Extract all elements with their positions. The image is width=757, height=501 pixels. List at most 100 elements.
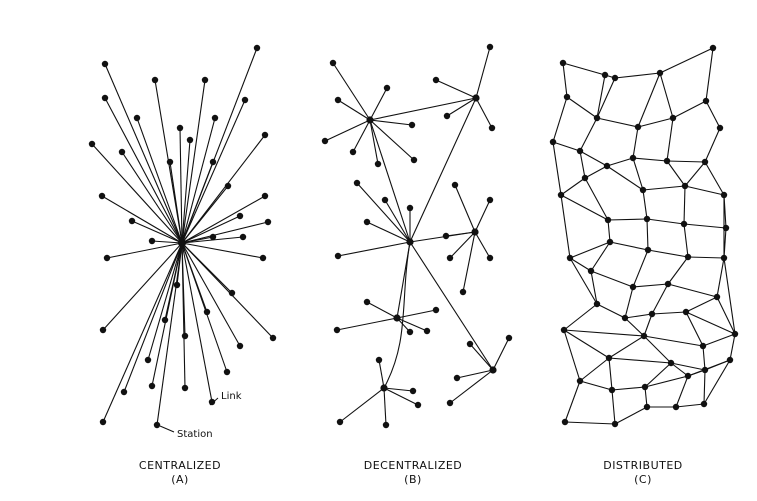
station-node [166, 158, 174, 166]
station-node [682, 308, 690, 316]
station-node [593, 300, 601, 308]
station-node [505, 334, 513, 342]
link-line [552, 141, 581, 152]
link-line [596, 77, 616, 119]
link-line [675, 403, 705, 408]
station-node [611, 74, 619, 82]
station-node [253, 44, 261, 52]
station-node [333, 326, 341, 334]
link-line [492, 337, 510, 371]
link-line [569, 257, 598, 305]
station-node [120, 388, 128, 396]
station-node [680, 220, 688, 228]
link-line [169, 161, 183, 244]
link-line [337, 99, 371, 121]
link-line [181, 99, 246, 244]
station-node [486, 254, 494, 262]
link-line [667, 256, 689, 285]
link-line [716, 296, 736, 335]
station-node [663, 157, 671, 165]
station-node [644, 246, 652, 254]
station-node [181, 332, 189, 340]
station-node [363, 218, 371, 226]
link-line [614, 406, 648, 425]
decentralized-network [321, 43, 513, 429]
link-line [729, 333, 736, 361]
station-node [186, 136, 194, 144]
station-node [643, 215, 651, 223]
link-line [596, 303, 626, 319]
link-line [702, 333, 736, 347]
link-line [644, 386, 648, 408]
panel-letter: (B) [404, 473, 422, 486]
station-node [720, 191, 728, 199]
link-line [569, 241, 611, 259]
link-line [156, 242, 183, 426]
link-line [637, 117, 674, 128]
station-node [639, 186, 647, 194]
station-node [375, 356, 383, 364]
link-line [646, 218, 649, 251]
link-line [449, 369, 494, 404]
station-node [381, 196, 389, 204]
station-node [414, 401, 422, 409]
link-line [474, 199, 491, 233]
link-line [590, 270, 634, 288]
link-line [181, 242, 264, 259]
link-line [703, 359, 731, 405]
station-node [581, 174, 589, 182]
link-line [339, 387, 385, 423]
station-node [576, 377, 584, 385]
station-node [563, 93, 571, 101]
station-node [101, 60, 109, 68]
link-annotation-leader [209, 397, 219, 406]
link-line [670, 362, 689, 377]
link-line [475, 46, 491, 99]
station-node [383, 84, 391, 92]
link-line [596, 117, 639, 128]
link-line [590, 241, 611, 272]
link-line [102, 242, 183, 423]
link-line [637, 72, 661, 128]
link-line [336, 317, 398, 331]
link-line [579, 357, 610, 382]
link-line [624, 317, 645, 337]
station-node [459, 288, 467, 296]
station-node [208, 398, 216, 406]
station-node [223, 368, 231, 376]
link-line [101, 195, 183, 244]
station-node [648, 310, 656, 318]
link-line [181, 221, 269, 244]
station-node [603, 162, 611, 170]
station-node [153, 421, 161, 429]
station-node [466, 340, 474, 348]
link-line [378, 359, 385, 389]
link-line [435, 79, 477, 99]
station-node [701, 158, 709, 166]
station-node [423, 327, 431, 335]
station-node [606, 238, 614, 246]
link-line [685, 296, 718, 313]
station-node [334, 96, 342, 104]
link-line [121, 151, 183, 244]
station-annotation: Station [177, 429, 213, 440]
station-node [453, 374, 461, 382]
link-line [687, 256, 725, 259]
link-line [383, 387, 414, 392]
link-line [608, 357, 613, 391]
link-line [606, 165, 644, 191]
distributed-network [549, 44, 739, 428]
link-line [396, 317, 428, 332]
link-line [643, 335, 704, 347]
link-line [366, 221, 411, 243]
link-line [723, 257, 736, 335]
link-line [369, 87, 388, 121]
link-line [563, 329, 610, 359]
link-line [651, 311, 687, 315]
station-node [611, 420, 619, 428]
link-line [675, 375, 689, 408]
hub-node [472, 94, 480, 102]
station-node [601, 71, 609, 79]
station-node [144, 356, 152, 364]
panel-title: CENTRALIZED [138, 459, 222, 472]
